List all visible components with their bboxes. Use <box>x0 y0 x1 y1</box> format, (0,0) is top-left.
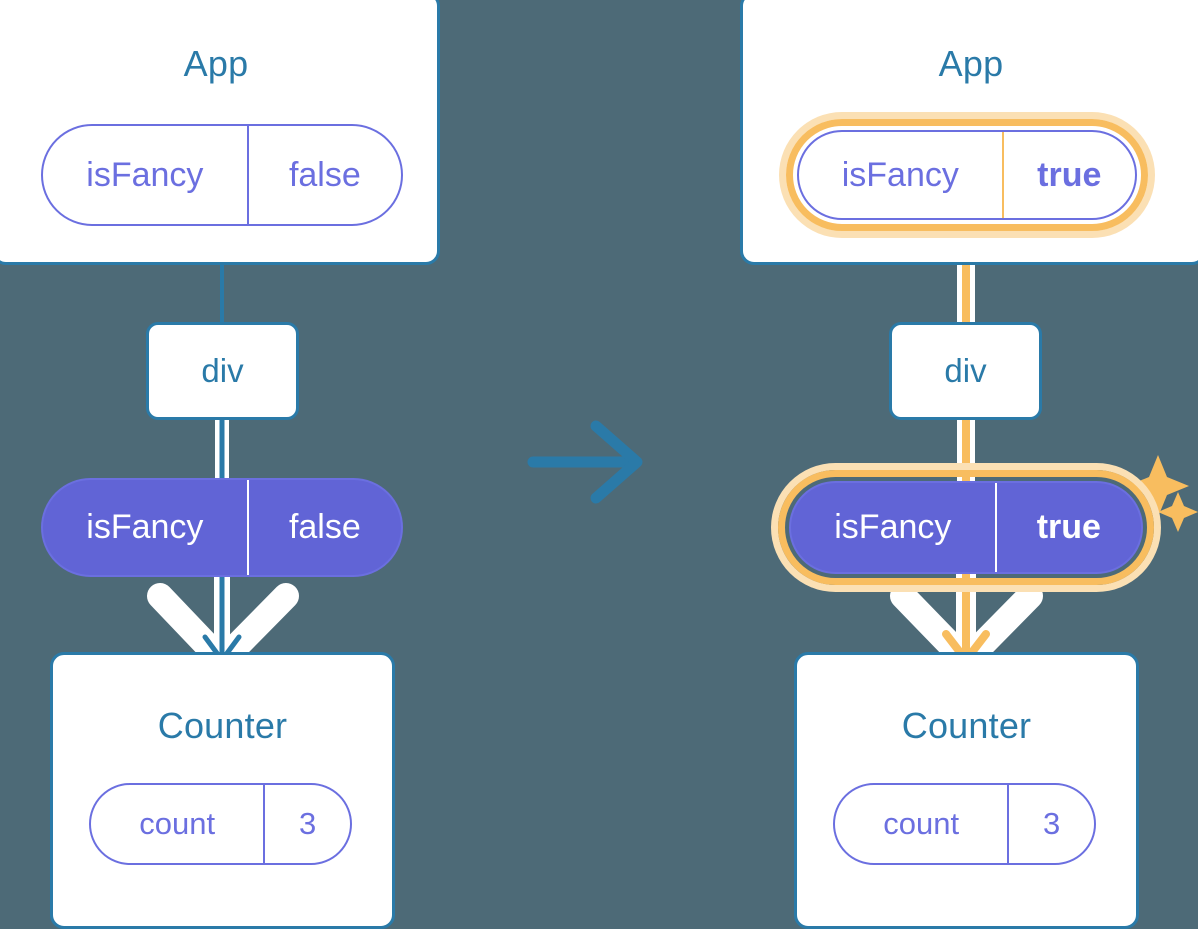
app-state-key-after: isFancy <box>841 155 959 194</box>
prop-pill-before: isFancy false <box>41 478 403 577</box>
div-label-after: div <box>944 352 987 389</box>
div-box-before: div <box>146 322 299 420</box>
counter-state-key-before: count <box>139 806 216 841</box>
prop-value-after: true <box>994 483 1141 572</box>
div-box-after: div <box>889 322 1042 420</box>
app-state-pill-before: isFancy false <box>41 124 403 226</box>
arrow-right-icon <box>527 420 643 504</box>
app-title-after: App <box>938 43 1004 84</box>
counter-state-value-before: 3 <box>263 785 350 863</box>
div-label-before: div <box>201 352 244 389</box>
counter-state-pill-after: count 3 <box>833 783 1096 865</box>
prop-pill-after: isFancy true <box>789 481 1143 574</box>
counter-state-value-after: 3 <box>1007 785 1094 863</box>
app-state-pill-after: isFancy true <box>797 130 1137 220</box>
counter-title-before: Counter <box>157 705 288 746</box>
sparkle-prop <box>1127 455 1198 532</box>
counter-state-key-after: count <box>883 806 960 841</box>
counter-title-after: Counter <box>901 705 1032 746</box>
prop-key-after: isFancy <box>834 508 952 546</box>
app-state-key-before: isFancy <box>86 155 204 194</box>
app-state-value-before: false <box>246 126 401 224</box>
prop-key-before: isFancy <box>86 508 204 546</box>
counter-state-pill-before: count 3 <box>89 783 352 865</box>
app-title-before: App <box>183 43 249 84</box>
prop-value-before: false <box>246 480 401 575</box>
app-state-value-after: true <box>1001 132 1135 218</box>
